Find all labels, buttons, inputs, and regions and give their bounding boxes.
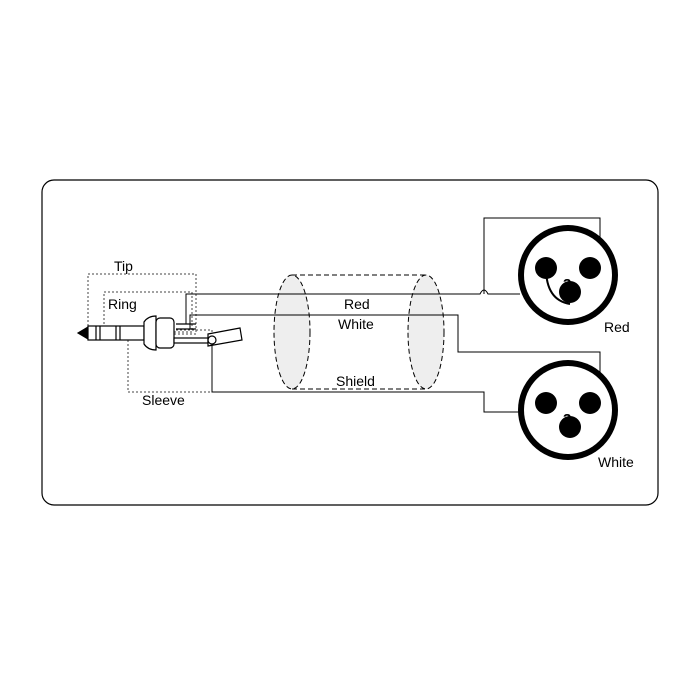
shield-end-left: [273, 274, 311, 390]
xlr-connector-white: 1 2 3: [518, 360, 618, 460]
connector-white-label: White: [598, 454, 634, 470]
xlr-red-pin-1: 1: [540, 255, 548, 272]
sleeve-wire: [211, 344, 520, 413]
plug-sleeve-tab: [173, 337, 209, 344]
wire-white-label: White: [338, 316, 374, 332]
xlr-white-pin-3: 3: [563, 411, 571, 428]
wires-over-shield: [270, 293, 450, 393]
xlr-red-pin-3: 3: [563, 276, 571, 293]
sleeve-label: Sleeve: [142, 392, 185, 408]
xlr-red-pin-2: 2: [585, 255, 593, 272]
cable-shield: [273, 274, 445, 390]
wire-red-label: Red: [344, 296, 370, 312]
plug-collar: [143, 315, 157, 351]
xlr-connector-red: 1 2 3: [518, 225, 618, 325]
xlr-white-pin-2: 2: [585, 390, 593, 407]
plug-body: [155, 317, 175, 349]
tip-label: Tip: [114, 258, 133, 274]
trs-plug: [76, 315, 243, 351]
shield-label: Shield: [336, 373, 375, 389]
shield-end-right: [407, 274, 445, 390]
sleeve-solder-lug: [207, 335, 217, 345]
xlr-white-pin-1: 1: [540, 390, 548, 407]
diagram-frame: [41, 179, 659, 506]
ring-label: Ring: [108, 296, 137, 312]
connector-red-label: Red: [604, 319, 630, 335]
